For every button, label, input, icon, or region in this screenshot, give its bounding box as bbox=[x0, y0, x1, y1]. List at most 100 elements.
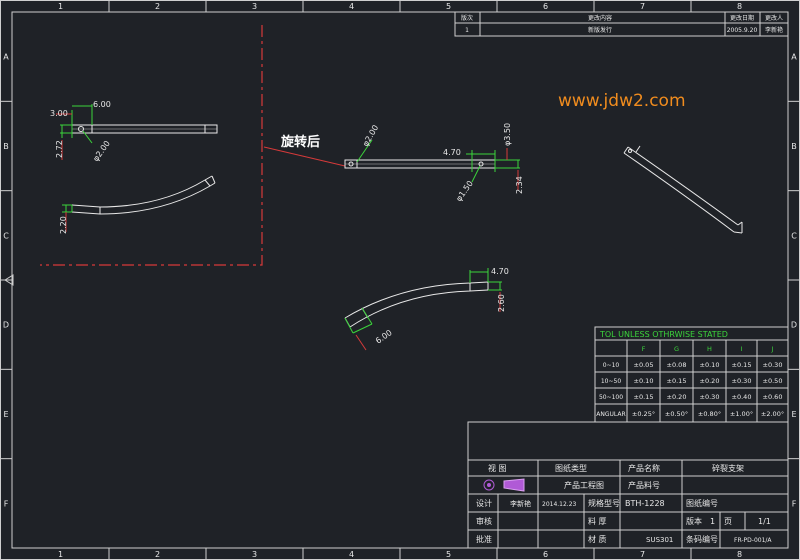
dim-2-72: 2.72 bbox=[55, 140, 64, 158]
tol-cell: ±0.20 bbox=[700, 377, 720, 385]
rev-row-person: 李新艳 bbox=[765, 26, 783, 34]
tol-table-title: TOL UNLESS OTHRWISE STATED bbox=[599, 330, 728, 339]
tb-material2-value: SUS301 bbox=[646, 536, 673, 544]
tol-cell: ±0.30 bbox=[732, 377, 752, 385]
tol-header-cell: F bbox=[642, 345, 646, 353]
tb-sheet-label: 页 bbox=[724, 517, 732, 526]
rev-row-content: 新版发行 bbox=[588, 26, 612, 34]
tol-cell: ±1.00° bbox=[730, 410, 753, 418]
border-col-label: 6 bbox=[543, 2, 548, 11]
tb-name-label: 产品名称 bbox=[628, 463, 660, 473]
tol-cell: ANGULAR bbox=[596, 411, 625, 418]
border-row-label: C bbox=[791, 231, 797, 240]
tol-header-cell: I bbox=[741, 345, 743, 353]
tol-header-cell: H bbox=[707, 345, 712, 353]
rev-header-content: 更改内容 bbox=[588, 14, 612, 22]
tb-drawing-no-label: 图纸编号 bbox=[686, 498, 718, 508]
border-col-label: 8 bbox=[737, 550, 742, 559]
border-col-label: 6 bbox=[543, 550, 548, 559]
orientation-arrow-icon bbox=[4, 274, 14, 286]
tb-version-label: 版本 bbox=[686, 516, 702, 526]
tol-header-cell: G bbox=[674, 345, 679, 353]
projection-cone-icon bbox=[503, 478, 525, 492]
tb-spec-label: 规格型号 bbox=[588, 498, 620, 508]
tb-approve-label: 批准 bbox=[476, 534, 492, 544]
dim-4-70-b: 4.70 bbox=[491, 267, 509, 276]
dim-2-60: 2.60 bbox=[497, 294, 506, 312]
border-row-label: E bbox=[791, 410, 796, 419]
tb-material2-label: 材 质 bbox=[588, 534, 607, 544]
tol-cell: ±0.10 bbox=[634, 377, 654, 385]
tb-review-label: 审核 bbox=[476, 516, 492, 526]
projection-symbol-icon bbox=[487, 483, 491, 487]
tol-cell: ±0.15 bbox=[732, 361, 752, 369]
tb-form-no: FR-PD-001/A bbox=[734, 537, 772, 544]
tb-material-label: 料 厚 bbox=[588, 516, 607, 526]
border-col-label: 4 bbox=[349, 2, 354, 11]
dim-6-00-a: 6.00 bbox=[93, 100, 111, 109]
tb-view-label: 视 图 bbox=[488, 463, 507, 473]
border-row-label: E bbox=[3, 410, 8, 419]
border-row-label: F bbox=[792, 499, 797, 508]
border-row-label: F bbox=[4, 499, 9, 508]
tol-cell: ±0.10 bbox=[700, 361, 720, 369]
tb-sheet-value: 1/1 bbox=[758, 517, 771, 526]
dim-2-20: 2.20 bbox=[59, 216, 68, 234]
rev-row-date: 2005.9.20 bbox=[727, 27, 758, 34]
tb-name-value: 碎裂支架 bbox=[712, 463, 744, 473]
border-row-label: A bbox=[3, 53, 9, 62]
tol-cell: ±0.40 bbox=[732, 393, 752, 401]
rotated-label: 旋转后 bbox=[280, 134, 320, 150]
border-row-label: B bbox=[3, 142, 9, 151]
border-col-label: 1 bbox=[58, 550, 63, 559]
rev-header-date: 更改日期 bbox=[730, 14, 754, 22]
border-col-label: 7 bbox=[640, 550, 645, 559]
border-col-label: 8 bbox=[737, 2, 742, 11]
border-col-label: 5 bbox=[446, 2, 451, 11]
border-col-label: 1 bbox=[58, 2, 63, 11]
rev-row-ver: 1 bbox=[465, 27, 469, 34]
border-col-label: 3 bbox=[252, 2, 257, 11]
tol-cell: 0~10 bbox=[603, 362, 620, 369]
leader-line bbox=[263, 146, 346, 167]
tb-designer: 李新艳 bbox=[510, 499, 531, 508]
border-row-label: B bbox=[791, 142, 797, 151]
tb-design-label: 设计 bbox=[476, 498, 492, 508]
tol-cell: 50~100 bbox=[599, 394, 623, 401]
tb-spec-value: BTH-1228 bbox=[625, 499, 665, 508]
border-col-label: 5 bbox=[446, 550, 451, 559]
tol-cell: ±2.00° bbox=[761, 410, 784, 418]
dim-phi-3-50: φ3.50 bbox=[503, 123, 512, 146]
border-col-label: 4 bbox=[349, 550, 354, 559]
rev-header-person: 更改人 bbox=[765, 14, 783, 22]
tb-type-label: 图纸类型 bbox=[555, 463, 587, 473]
title-block bbox=[467, 421, 789, 549]
tb-barcode-label: 条码编号 bbox=[686, 534, 718, 544]
border-col-label: 7 bbox=[640, 2, 645, 11]
tb-version-value: 1 bbox=[710, 517, 715, 526]
tol-cell: ±0.20 bbox=[667, 393, 687, 401]
border-row-label: C bbox=[3, 231, 9, 240]
border-col-label: 3 bbox=[252, 550, 257, 559]
dim-3-00: 3.00 bbox=[50, 109, 68, 118]
tb-no-label: 产品料号 bbox=[628, 480, 660, 490]
dim-2-34: 2.34 bbox=[515, 176, 524, 194]
border-row-label: D bbox=[3, 321, 9, 330]
tol-cell: ±0.25° bbox=[632, 410, 655, 418]
tol-cell: ±0.15 bbox=[634, 393, 654, 401]
border-row-label: D bbox=[791, 321, 797, 330]
border-col-label: 2 bbox=[155, 2, 160, 11]
tol-cell: 10~50 bbox=[601, 378, 621, 385]
tol-cell: ±0.50° bbox=[665, 410, 688, 418]
tol-cell: ±0.50 bbox=[763, 377, 783, 385]
tol-cell: ±0.60 bbox=[763, 393, 783, 401]
tol-cell: ±0.05 bbox=[634, 361, 654, 369]
tol-cell: ±0.30 bbox=[700, 393, 720, 401]
tol-cell: ±0.08 bbox=[667, 361, 687, 369]
section-boundary bbox=[40, 25, 263, 266]
border-col-label: 2 bbox=[155, 550, 160, 559]
tb-type-value: 产品工程图 bbox=[564, 480, 604, 490]
tol-cell: ±0.15 bbox=[667, 377, 687, 385]
rev-header-ver: 版次 bbox=[461, 14, 473, 22]
